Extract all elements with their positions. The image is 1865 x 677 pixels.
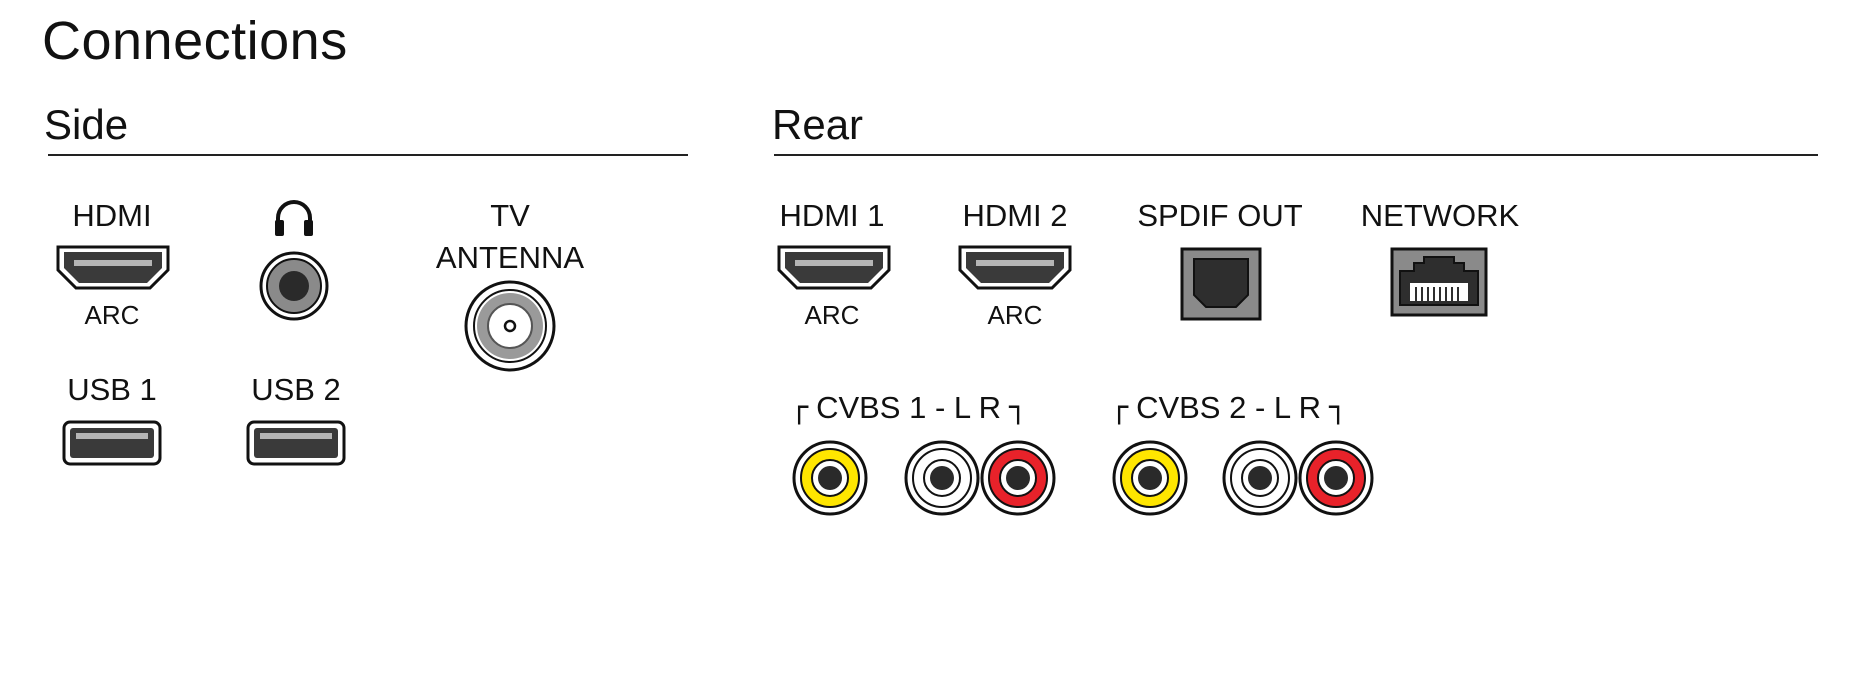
side-divider	[48, 154, 688, 156]
cvbs1-label-group: ┌ CVBS 1 - L R ┐	[790, 392, 1027, 423]
rear-section-title: Rear	[772, 101, 864, 148]
side-hdmi-label: HDMI	[72, 198, 152, 233]
network-label: NETWORK	[1360, 198, 1520, 233]
cvbs1-audio-right-jack-red	[980, 440, 1056, 516]
side-hdmi-port-icon	[56, 245, 170, 290]
bracket-right-icon: ┐	[1008, 389, 1028, 425]
rear-divider	[774, 154, 1818, 156]
bracket-left-icon: ┌	[790, 389, 809, 425]
spdif-optical-port-icon	[1180, 247, 1262, 321]
headphone-jack-icon	[259, 251, 329, 321]
cvbs2-label: CVBS 2 - L R	[1136, 390, 1321, 425]
usb1-port-icon	[62, 420, 162, 466]
side-hdmi-arc-label: ARC	[84, 300, 140, 330]
bracket-left-icon: ┌	[1110, 389, 1129, 425]
cvbs2-label-group: ┌ CVBS 2 - L R ┐	[1110, 392, 1347, 423]
spdif-label: SPDIF OUT	[1137, 198, 1303, 233]
side-section-title: Side	[44, 101, 129, 148]
usb1-label: USB 1	[67, 372, 157, 407]
antenna-connector-icon	[464, 280, 556, 372]
hdmi1-port-icon	[777, 245, 891, 290]
cvbs1-video-jack-yellow	[792, 440, 868, 516]
hdmi2-arc-label: ARC	[987, 300, 1043, 330]
bracket-right-icon: ┐	[1328, 389, 1348, 425]
cvbs1-label: CVBS 1 - L R	[816, 390, 1001, 425]
antenna-label-line2: ANTENNA	[435, 240, 585, 275]
antenna-label-line1: TV	[490, 198, 530, 233]
cvbs1-audio-left-jack-white	[904, 440, 980, 516]
hdmi1-arc-label: ARC	[804, 300, 860, 330]
usb2-label: USB 2	[251, 372, 341, 407]
cvbs2-audio-right-jack-red	[1298, 440, 1374, 516]
cvbs2-video-jack-yellow	[1112, 440, 1188, 516]
hdmi2-label: HDMI 2	[962, 198, 1068, 233]
headphones-icon	[275, 200, 313, 236]
cvbs2-audio-left-jack-white	[1222, 440, 1298, 516]
ethernet-port-icon	[1390, 247, 1488, 317]
hdmi1-label: HDMI 1	[779, 198, 885, 233]
page-title: Connections	[42, 11, 348, 71]
hdmi2-port-icon	[958, 245, 1072, 290]
usb2-port-icon	[246, 420, 346, 466]
